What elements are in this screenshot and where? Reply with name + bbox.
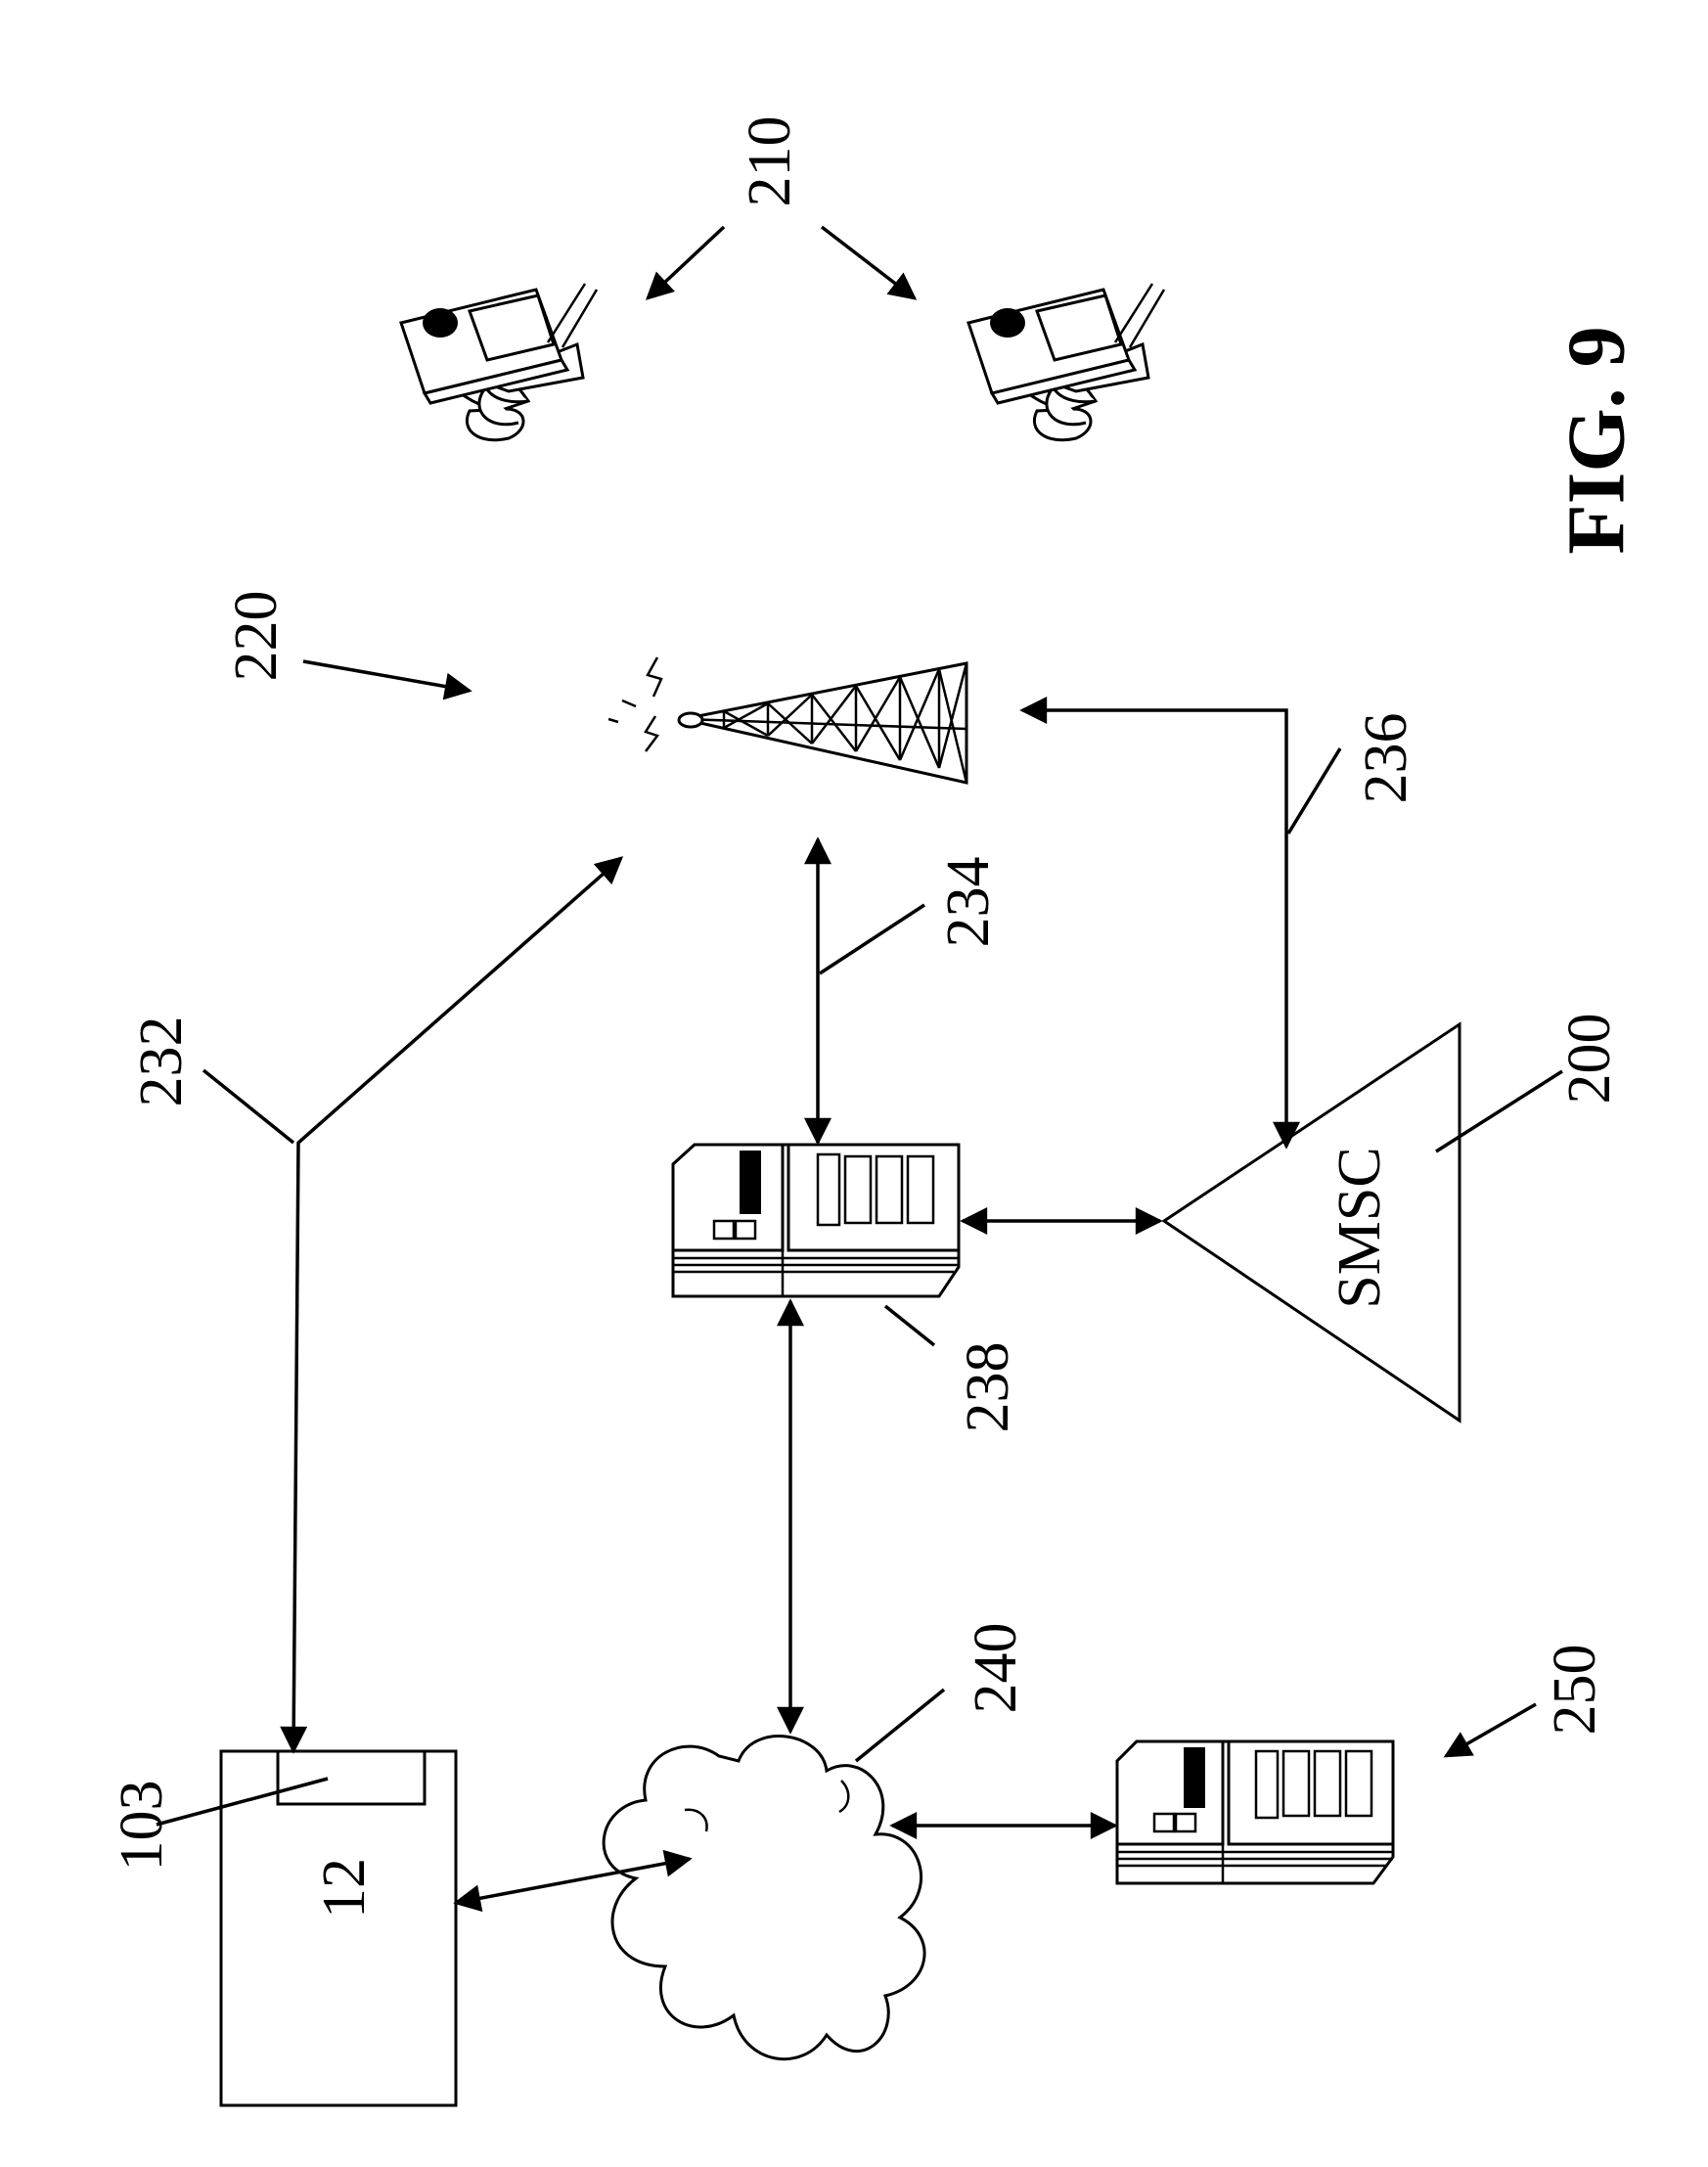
leader-236 bbox=[1288, 748, 1340, 834]
leader-238 bbox=[885, 1306, 934, 1345]
arrow-220 bbox=[303, 661, 470, 691]
ref-234: 234 bbox=[935, 857, 1002, 948]
computer-12-label: 12 bbox=[311, 1858, 378, 1919]
ref-232: 232 bbox=[128, 1016, 195, 1107]
server-238 bbox=[673, 1145, 959, 1296]
ref-220: 220 bbox=[223, 591, 290, 682]
ref-250: 250 bbox=[1542, 1645, 1608, 1736]
module-103 bbox=[278, 1751, 425, 1804]
figure-caption: FIG. 9 bbox=[1551, 326, 1642, 554]
link-236 bbox=[1022, 710, 1286, 1147]
smsc-200: SMSC bbox=[1164, 1024, 1460, 1421]
ref-210: 210 bbox=[737, 116, 803, 207]
server-250 bbox=[1117, 1741, 1393, 1883]
cell-tower-220 bbox=[608, 657, 966, 783]
ref-236: 236 bbox=[1353, 713, 1419, 804]
mobile-phone-bottom bbox=[968, 284, 1164, 440]
leader-232 bbox=[203, 1070, 293, 1143]
arrow-250 bbox=[1446, 1704, 1536, 1756]
computer-12: 12 bbox=[221, 1751, 456, 2105]
link-232 bbox=[293, 858, 621, 1751]
ref-238: 238 bbox=[955, 1342, 1021, 1433]
arrow-210-top bbox=[648, 227, 724, 298]
ref-103: 103 bbox=[109, 1781, 175, 1872]
leader-240 bbox=[856, 1690, 944, 1761]
ref-200: 200 bbox=[1556, 1014, 1623, 1105]
arrow-210-bottom bbox=[822, 227, 915, 298]
leader-234 bbox=[820, 905, 924, 973]
smsc-label: SMSC bbox=[1326, 1147, 1393, 1308]
ref-240: 240 bbox=[963, 1623, 1029, 1714]
mobile-phone-top bbox=[401, 284, 597, 440]
network-cloud-240 bbox=[604, 1737, 924, 2059]
